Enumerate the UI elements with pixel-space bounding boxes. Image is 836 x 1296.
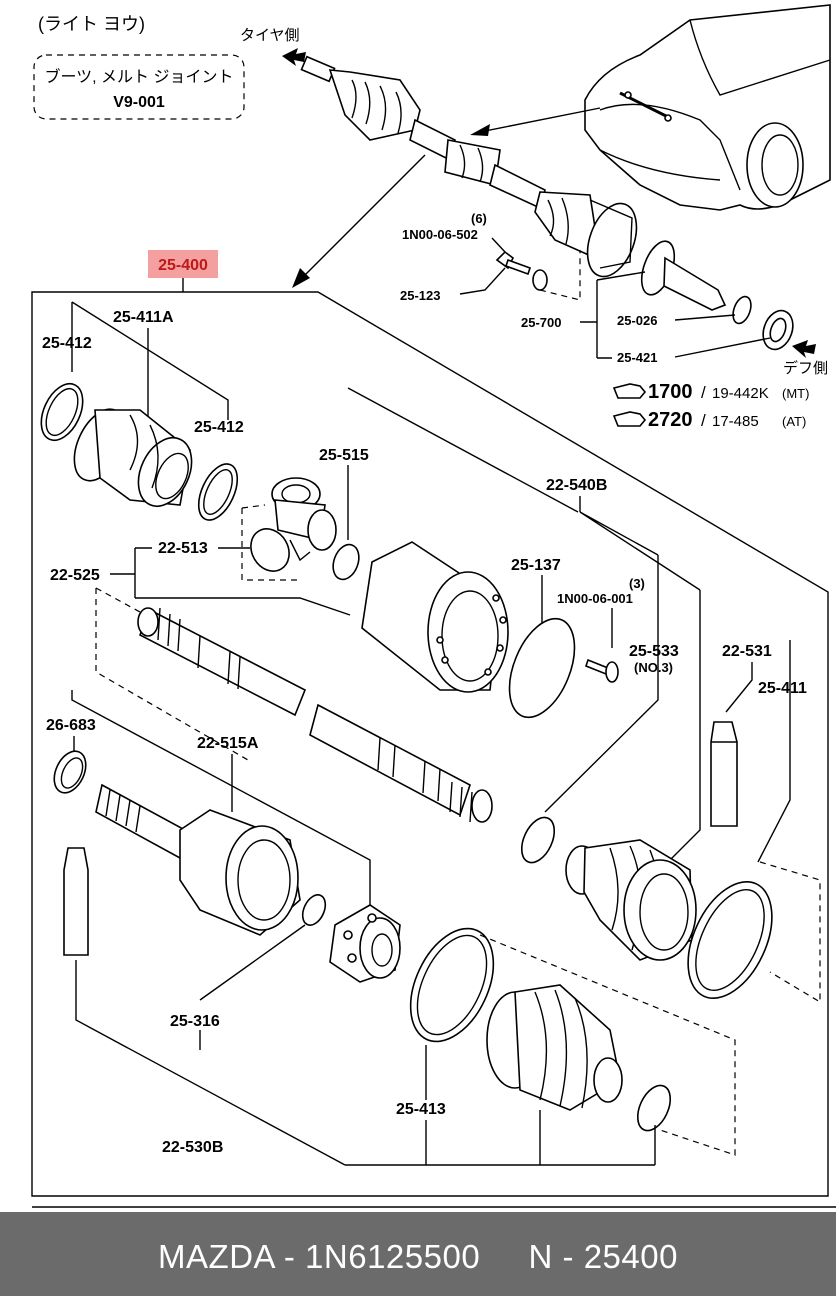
label-22-525: 22-525 xyxy=(50,567,100,584)
tripod-joint xyxy=(250,477,337,572)
grease-tube-22-531 xyxy=(710,721,738,827)
boot-25-411 xyxy=(565,839,697,961)
ref-page: 1700 xyxy=(648,381,693,403)
label-22-515A: 22-515A xyxy=(197,735,259,752)
detail-arrow-icon xyxy=(292,268,310,288)
label-25-413: 25-413 xyxy=(396,1101,446,1118)
header-title: (ライト ヨウ) xyxy=(38,14,145,34)
clamp-25-413-small xyxy=(636,1084,672,1132)
clamp-25-533 xyxy=(520,816,556,864)
label-25-411: 25-411 xyxy=(758,680,807,697)
screw-icon xyxy=(585,658,619,683)
ref-2720[interactable]: 2720 / 17-485 (AT) xyxy=(612,409,806,431)
ref-sep: / xyxy=(701,411,706,430)
label-25-700: 25-700 xyxy=(521,315,561,330)
snap-ring-25-316 xyxy=(301,894,327,926)
title-box-line1: ブーツ, メルト ジョイント xyxy=(44,67,233,86)
assembly-part-number[interactable]: 25-400 xyxy=(158,257,208,274)
highlight-box xyxy=(148,250,218,278)
detail-frame xyxy=(31,291,829,1197)
ball-cage xyxy=(329,904,401,983)
title-box-line2: V9-001 xyxy=(113,94,165,111)
label-25-421: 25-421 xyxy=(617,350,657,365)
label-25-026: 25-026 xyxy=(617,313,657,328)
diff-side-label: デフ側 xyxy=(783,359,828,377)
label-25-137: 25-137 xyxy=(511,557,561,574)
label-25-533-note: (NO.3) xyxy=(634,660,673,675)
label-25-533: 25-533 xyxy=(629,643,679,660)
label-22-513: 22-513 xyxy=(158,540,208,557)
boot-25-411A xyxy=(73,408,193,507)
footer-part-info: MAZDA - 1N6125500 N - 25400 xyxy=(158,1238,678,1275)
clamp-25-411 xyxy=(687,880,773,1000)
clamp-25-412-b xyxy=(197,463,239,521)
label-22-531: 22-531 xyxy=(722,643,772,660)
clamp-25-412-a xyxy=(40,382,84,442)
ref-note: (MT) xyxy=(782,386,809,401)
screw-part-label: 1N00-06-001 xyxy=(557,591,633,606)
tire-side-label: タイヤ側 xyxy=(240,27,300,44)
clamp-25-413-large xyxy=(409,927,495,1043)
label-25-412-b: 25-412 xyxy=(194,419,244,436)
hand-pointer-icon xyxy=(612,411,647,427)
outer-joint-22-515A xyxy=(95,783,301,936)
car-arrow-icon xyxy=(470,124,490,136)
grease-tube-left xyxy=(63,847,89,956)
label-25-411A: 25-411A xyxy=(113,309,174,326)
bolt-part-label: 1N00-06-502 xyxy=(402,227,478,242)
bolt-count: (6) xyxy=(471,211,487,226)
label-22-540B: 22-540B xyxy=(546,477,607,494)
bolt-icon xyxy=(495,250,548,291)
ref-sep: / xyxy=(701,383,706,402)
boot-25-413 xyxy=(486,984,623,1111)
diagram-canvas: (ライト ヨウ) ブーツ, メルト ジョイント V9-001 タイヤ側 xyxy=(31,4,836,1208)
tire-side-arrow-icon xyxy=(282,48,306,66)
ref-number: 19-442K xyxy=(712,385,769,402)
label-25-123: 25-123 xyxy=(400,288,440,303)
ref-note: (AT) xyxy=(782,414,806,429)
snap-ring-25-515 xyxy=(332,543,360,581)
label-25-412-a: 25-412 xyxy=(42,335,92,352)
screw-count: (3) xyxy=(629,576,645,591)
label-26-683: 26-683 xyxy=(46,717,96,734)
hand-pointer-icon xyxy=(612,383,647,399)
outer-race-housing xyxy=(361,541,509,693)
shaft-overview xyxy=(300,55,794,351)
dust-plate-25-137 xyxy=(508,617,576,719)
label-22-530B: 22-530B xyxy=(162,1139,223,1156)
drive-shaft-22-525 xyxy=(137,607,493,823)
label-25-316: 25-316 xyxy=(170,1013,220,1030)
footer-bar: MAZDA - 1N6125500 N - 25400 xyxy=(0,1212,836,1296)
label-25-515: 25-515 xyxy=(319,447,369,464)
diff-side-arrow-icon xyxy=(792,340,816,358)
ref-number: 17-485 xyxy=(712,413,759,430)
ref-page: 2720 xyxy=(648,409,693,431)
title-box xyxy=(33,54,245,120)
ref-1700[interactable]: 1700 / 19-442K (MT) xyxy=(612,381,809,403)
dust-seal-26-683 xyxy=(53,750,87,794)
car-outline xyxy=(584,4,831,211)
